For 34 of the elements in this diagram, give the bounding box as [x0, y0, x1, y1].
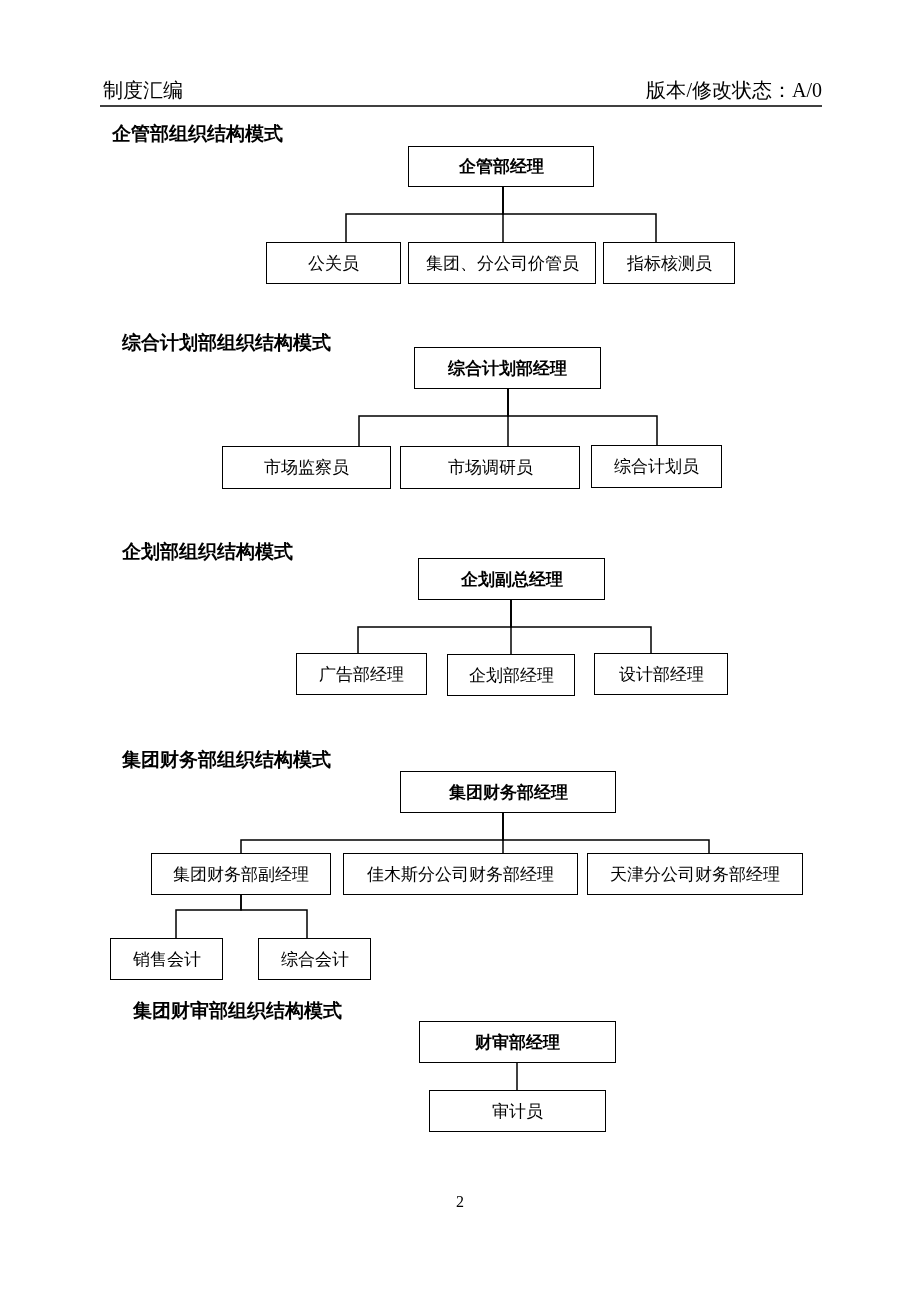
manager-box: 企管部经理: [408, 146, 594, 187]
section-title: 综合计划部组织结构模式: [122, 331, 331, 355]
position-box: 广告部经理: [296, 653, 427, 695]
section-title: 企管部组织结构模式: [112, 122, 283, 146]
connector-line: [507, 388, 658, 446]
position-box: 设计部经理: [594, 653, 728, 695]
page-number: 2: [456, 1193, 464, 1211]
manager-box: 财审部经理: [419, 1021, 616, 1063]
position-box: 市场调研员: [400, 446, 580, 489]
manager-box: 综合计划部经理: [414, 347, 601, 389]
position-box: 佳木斯分公司财务部经理: [343, 853, 578, 895]
section-title: 集团财审部组织结构模式: [133, 999, 342, 1023]
position-box: 审计员: [429, 1090, 606, 1132]
section-title: 集团财务部组织结构模式: [122, 748, 331, 772]
position-box: 综合会计: [258, 938, 371, 980]
position-box: 销售会计: [110, 938, 223, 980]
header-text: 制度汇编: [103, 78, 183, 103]
connector-line: [502, 812, 710, 854]
position-box: 市场监察员: [222, 446, 391, 489]
manager-box: 集团财务部经理: [400, 771, 616, 813]
connector-line: [240, 894, 308, 939]
position-box: 综合计划员: [591, 445, 722, 488]
header-text: 版本/修改状态：A/0: [646, 78, 822, 103]
manager-box: 企划副总经理: [418, 558, 605, 600]
position-box: 企划部经理: [447, 654, 575, 696]
connector-line: [510, 599, 652, 654]
connector-line: [502, 186, 657, 243]
position-box: 公关员: [266, 242, 401, 284]
section-title: 企划部组织结构模式: [122, 540, 293, 564]
position-box: 指标核测员: [603, 242, 735, 284]
position-box: 集团财务部副经理: [151, 853, 331, 895]
position-box: 天津分公司财务部经理: [587, 853, 803, 895]
position-box: 集团、分公司价管员: [408, 242, 596, 284]
connector-line: [516, 1062, 518, 1091]
